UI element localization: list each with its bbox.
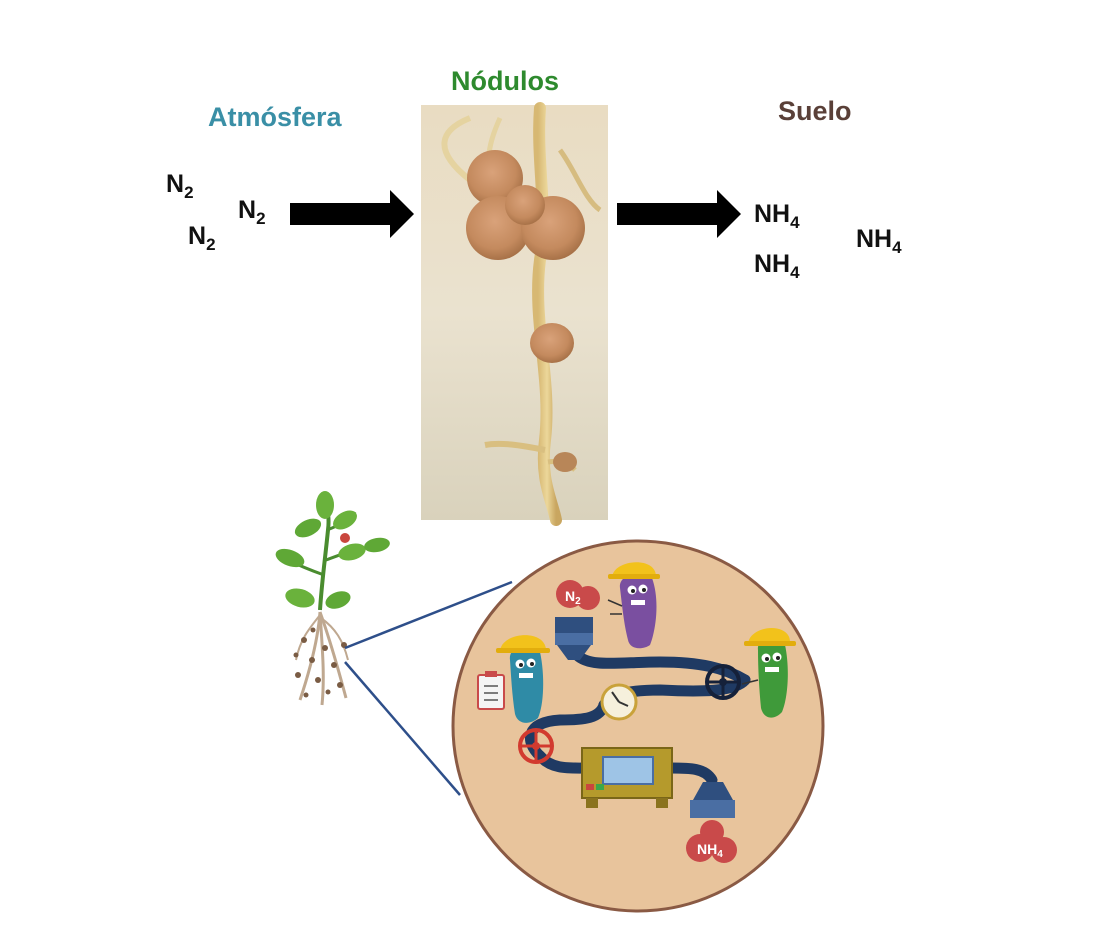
zoom-line-bottom	[344, 661, 461, 796]
bacteria-factory-illustration: N2 NH4	[451, 539, 825, 913]
atmosphere-title: Atmósfera	[208, 102, 342, 132]
n2-hopper	[555, 617, 593, 660]
n2-formula: N2	[188, 222, 216, 254]
plant-with-roots-icon	[275, 491, 390, 706]
nh4-hopper	[690, 782, 735, 818]
root-nodule-photo	[421, 102, 608, 526]
n2-molecule-badge: N2	[556, 580, 600, 610]
clock-gauge-icon	[600, 683, 638, 721]
bacterium-green	[741, 628, 796, 718]
n2-formula: N2	[238, 196, 266, 228]
nh4-molecule-badge: NH4	[686, 820, 737, 863]
nh4-formula: NH4	[754, 200, 800, 232]
valve-wheel-icon	[705, 664, 741, 700]
soil-title: Suelo	[778, 96, 852, 126]
zoom-line-top	[344, 580, 513, 650]
nodules-title: Nódulos	[451, 66, 559, 96]
bacterium-teal	[477, 635, 550, 723]
nh4-badge-label: NH4	[697, 841, 723, 860]
n2-formula: N2	[166, 170, 194, 202]
nh4-formula: NH4	[754, 250, 800, 282]
red-valve-wheel-icon	[518, 728, 554, 764]
arrow-nodules-to-soil	[617, 190, 741, 238]
clipboard-icon	[477, 671, 505, 710]
n2-badge-label: N2	[565, 588, 581, 607]
nh4-formula: NH4	[856, 225, 902, 257]
machine-icon	[581, 747, 673, 808]
bacterium-purple	[607, 562, 660, 649]
arrow-atmosphere-to-nodules	[290, 190, 414, 238]
